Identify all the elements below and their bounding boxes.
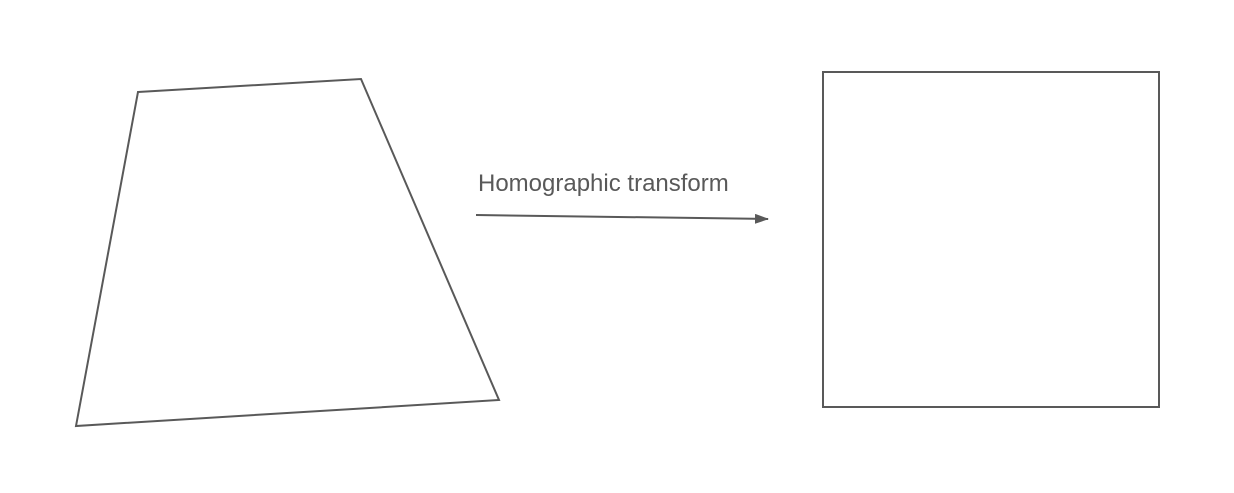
target-square bbox=[822, 71, 1160, 408]
source-quadrilateral bbox=[74, 77, 501, 428]
arrow-label: Homographic transform bbox=[478, 170, 729, 197]
transform-arrow bbox=[475, 213, 769, 224]
